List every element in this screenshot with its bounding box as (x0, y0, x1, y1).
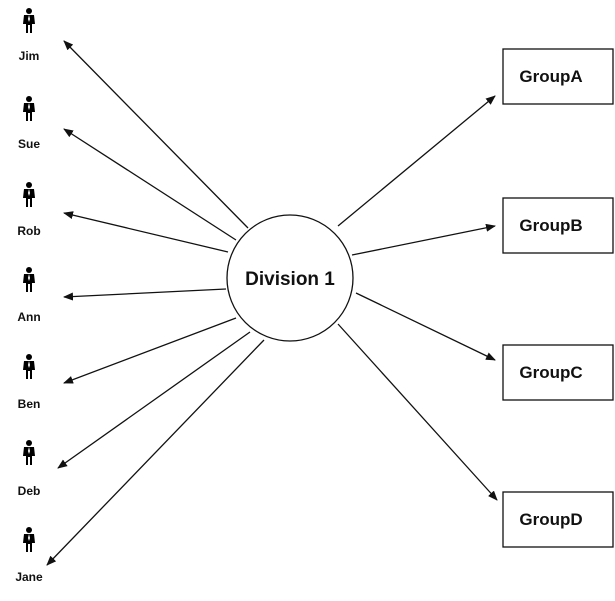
group-c-node: GroupC (502, 344, 614, 401)
arrow-to-ann (63, 288, 227, 301)
person-sue: Sue (18, 96, 40, 151)
group-b-box (502, 197, 614, 254)
person-jim: Jim (19, 8, 40, 63)
person-jane: Jane (15, 527, 43, 584)
group-b-node: GroupB (502, 197, 614, 254)
arrow-to-jane (46, 339, 265, 566)
arrow-to-groupd (337, 323, 498, 501)
arrow-to-sue (63, 128, 237, 241)
person-icon (23, 96, 35, 121)
person-icon (23, 527, 35, 552)
person-label: Rob (17, 224, 40, 238)
person-rob: Rob (17, 182, 41, 238)
group-d-box (502, 491, 614, 548)
person-deb: Deb (18, 440, 41, 498)
hub-label: Division 1 (245, 269, 335, 290)
person-label: Sue (18, 137, 40, 151)
person-ben: Ben (18, 354, 41, 411)
person-icon (23, 8, 35, 33)
group-arrows (337, 95, 498, 501)
person-label: Jim (19, 49, 40, 63)
person-icon (23, 440, 35, 465)
group-a-node: GroupA (502, 48, 614, 105)
hub-node: Division 1 (226, 214, 354, 342)
arrow-to-deb (57, 331, 251, 469)
group-b-label: GroupB (519, 216, 582, 235)
person-ann: Ann (17, 267, 41, 324)
hub-circle (226, 214, 354, 342)
group-d-node: GroupD (502, 491, 614, 548)
person-icon (23, 182, 35, 207)
arrow-to-ben (63, 317, 237, 384)
person-icon (23, 267, 35, 292)
group-a-label: GroupA (519, 67, 582, 86)
arrow-to-groupc (355, 292, 496, 361)
arrow-to-jim (63, 40, 249, 229)
person-icon (23, 354, 35, 379)
people-arrows (46, 40, 265, 566)
group-a-box (502, 48, 614, 105)
person-label: Deb (18, 484, 41, 498)
person-label: Jane (15, 570, 43, 584)
group-c-box (502, 344, 614, 401)
arrow-to-groupb (351, 223, 496, 256)
group-d-label: GroupD (519, 510, 582, 529)
arrow-to-groupa (337, 95, 496, 227)
arrow-to-rob (63, 211, 229, 253)
person-label: Ann (17, 310, 40, 324)
group-c-label: GroupC (519, 363, 582, 382)
person-label: Ben (18, 397, 41, 411)
